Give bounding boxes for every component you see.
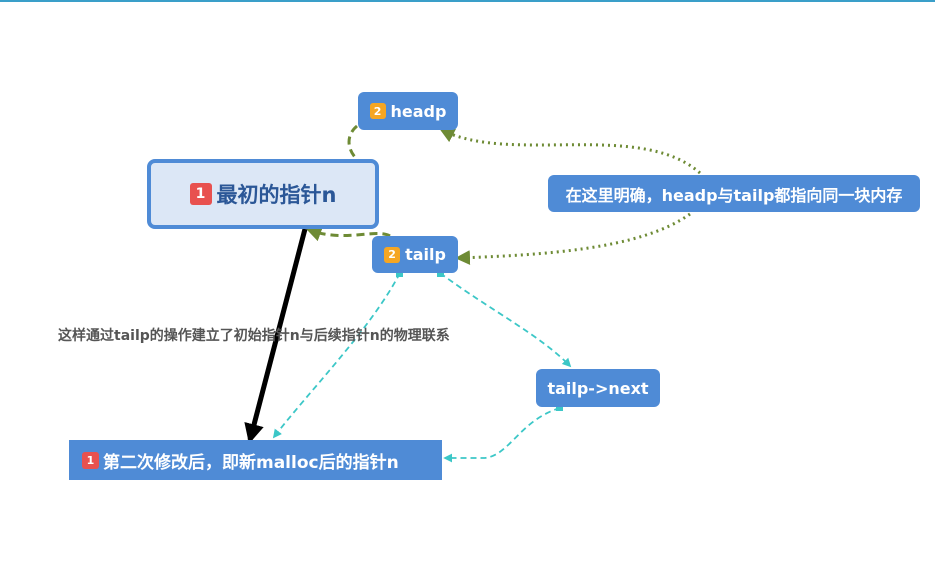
link-tailp-to-new bbox=[272, 272, 401, 439]
priority-badge: 2 bbox=[369, 103, 386, 119]
node-tailp[interactable]: 2 tailp bbox=[372, 236, 458, 273]
node-note[interactable]: 在这里明确，headp与tailp都指向同一块内存 bbox=[548, 175, 920, 212]
node-label: 在这里明确，headp与tailp都指向同一块内存 bbox=[565, 185, 903, 205]
node-label: tailp->next bbox=[547, 378, 649, 398]
node-label: headp bbox=[390, 101, 447, 121]
node-headp[interactable]: 2 headp bbox=[358, 92, 458, 130]
link-next-to-new bbox=[443, 407, 561, 463]
node-initial-pointer[interactable]: 1 最初的指针n bbox=[147, 159, 379, 229]
link-note-to-headp bbox=[439, 128, 701, 175]
node-label: tailp bbox=[405, 245, 446, 264]
priority-badge: 1 bbox=[82, 451, 99, 469]
link-tailp-to-initial bbox=[306, 227, 391, 242]
node-label: 最初的指针n bbox=[216, 183, 337, 207]
link-initial-to-new bbox=[244, 228, 308, 444]
anchor-tailp-right bbox=[437, 270, 444, 277]
link-note-to-tailp bbox=[455, 212, 691, 266]
node-new-pointer[interactable]: 1 第二次修改后，即新malloc后的指针n bbox=[69, 440, 442, 480]
priority-badge: 1 bbox=[189, 183, 212, 205]
anchor-tailp-left bbox=[396, 270, 403, 277]
priority-badge: 2 bbox=[384, 246, 401, 263]
node-label: 第二次修改后，即新malloc后的指针n bbox=[103, 452, 399, 473]
top-border bbox=[0, 0, 935, 2]
anchor-next-bottom bbox=[556, 404, 563, 411]
edge-label: 这样通过tailp的操作建立了初始指针n与后续指针n的物理联系 bbox=[58, 328, 450, 344]
link-tailp-to-next bbox=[439, 272, 572, 368]
node-tailp-next[interactable]: tailp->next bbox=[536, 369, 660, 407]
